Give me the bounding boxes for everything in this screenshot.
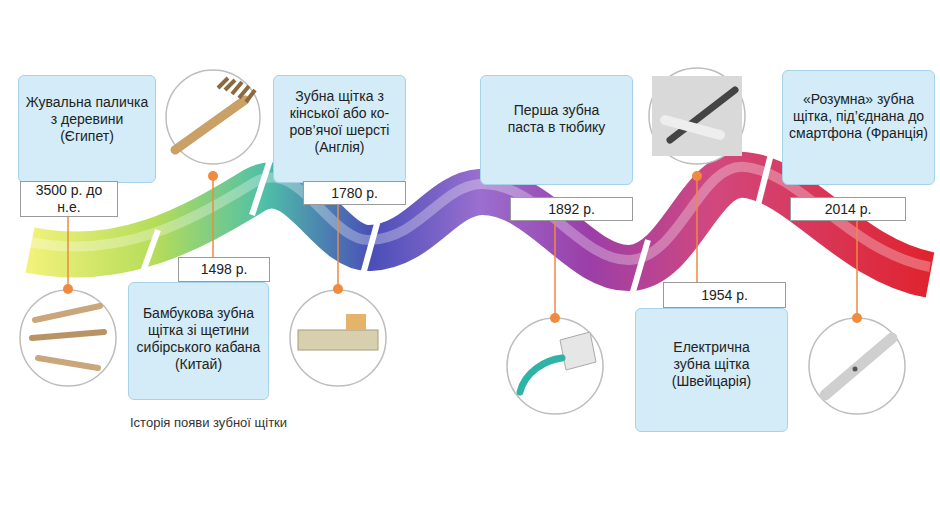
date-box: 3500 р. до н.е. [20,181,118,217]
bone-brush-picture [298,314,378,350]
event-box: Перша зубна паста в тюбику [480,75,633,185]
date-box: 1498 р. [178,257,270,282]
event-box: Електрична зубна щітка (Швейцарія) [635,308,788,432]
event-text: Зубна щітка з кінської або ко- ров’ячої … [278,88,401,156]
event-box: Зубна щітка з кінської або ко- ров’ячої … [273,75,406,183]
event-text: Електрична зубна щітка (Швейцарія) [661,339,762,390]
toothpaste-picture [520,332,596,392]
event-text: Бамбукова зубна щітка зі щетини сибірськ… [134,305,263,373]
caption: Історія появи зубної щітки [130,415,287,430]
smart-brush-picture [825,338,892,395]
bamboo-brush-picture [175,78,255,150]
date-text: 2014 р. [825,201,872,218]
date-box: 2014 р. [790,197,906,221]
event-text: «Розумна» зубна щітка, під’єднана до сма… [789,91,928,142]
date-box: 1954 р. [663,282,786,308]
date-text: 1892 р. [548,201,595,218]
event-text: Жувальна паличка з деревини (Єгипет) [25,94,149,145]
event-box: Жувальна паличка з деревини (Єгипет) [18,75,156,183]
date-text: 1780 р. [331,185,378,202]
date-text: 1498 р. [201,261,248,278]
event-box: Бамбукова зубна щітка зі щетини сибірськ… [128,282,269,400]
event-box: «Розумна» зубна щітка, під’єднана до сма… [782,70,935,185]
event-text: Перша зубна паста в тюбику [503,102,610,136]
date-box: 1892 р. [510,197,633,221]
date-text: 3500 р. до н.е. [23,182,115,216]
date-text: 1954 р. [701,287,748,304]
stick-picture [32,306,104,368]
date-box: 1780 р. [303,181,406,205]
electric-brush-photo [652,76,742,156]
